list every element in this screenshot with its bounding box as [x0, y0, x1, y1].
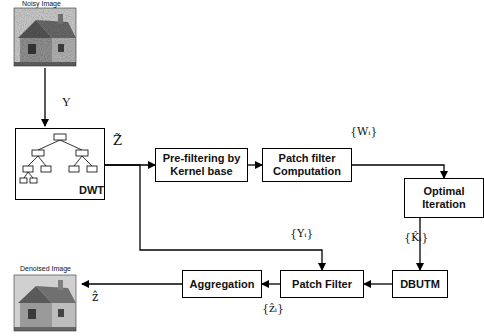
wall	[20, 303, 52, 331]
tree-box	[69, 166, 79, 172]
tree-box	[76, 150, 88, 156]
tree-box	[54, 134, 66, 140]
box-label: DBUTM	[400, 278, 440, 291]
denoised-image	[14, 275, 76, 331]
signal-name: Y	[62, 96, 71, 109]
tree-box	[20, 178, 27, 183]
flow-arrow	[364, 283, 392, 284]
tree-line	[60, 140, 82, 150]
box-label: DWT	[79, 184, 104, 197]
window	[28, 309, 36, 319]
dwt-box: DWT	[15, 128, 105, 200]
box-label: Patch filter Computation	[263, 152, 351, 177]
process-box: Aggregation	[182, 270, 262, 298]
window	[28, 44, 36, 54]
signal-name: {Yᵢ}	[290, 228, 313, 240]
tree-box	[30, 178, 37, 183]
signal-name: {ẑᵢ}	[262, 303, 284, 315]
wavelet-tree	[20, 134, 97, 183]
signal-name: {K̂ᵢ}	[404, 232, 428, 244]
chimney	[58, 14, 63, 24]
flow-arrow	[352, 165, 444, 178]
wall-side	[52, 303, 76, 331]
noisy-image	[14, 8, 76, 66]
chimney	[58, 280, 63, 290]
roof-side	[36, 286, 76, 303]
flow-arrow	[262, 283, 280, 284]
input-arrow	[44, 68, 45, 126]
signal-name: Z̃	[113, 134, 122, 148]
roof-side	[36, 20, 76, 38]
output-arrow	[82, 283, 182, 284]
tree-line	[74, 156, 82, 166]
image-title: Denoised Image	[20, 265, 71, 273]
tree-line	[38, 156, 46, 166]
wall-side	[52, 38, 76, 66]
tree-box	[41, 166, 51, 172]
tree-line	[28, 172, 33, 178]
tree-line	[24, 172, 28, 178]
tree-box	[87, 166, 97, 172]
signal-name: ẑ	[92, 291, 98, 304]
process-box: Pre-filtering by Kernel base	[155, 148, 248, 182]
tree-line	[38, 140, 60, 150]
ground	[14, 327, 76, 331]
box-label: Pre-filtering by Kernel base	[156, 152, 247, 177]
flow-arrow	[248, 164, 262, 165]
signal-name: {Wᵢ}	[350, 126, 378, 138]
box-label: Patch Filter	[292, 278, 352, 291]
tree-line	[28, 156, 38, 166]
tree-box	[23, 166, 33, 172]
axes-frame	[14, 275, 76, 331]
tree-box	[32, 150, 44, 156]
box-label: Aggregation	[190, 278, 255, 291]
tree-line	[82, 156, 92, 166]
process-box: Patch Filter	[280, 270, 364, 298]
sky	[14, 275, 76, 331]
sky	[14, 8, 76, 66]
image-title: Noisy Image	[22, 0, 61, 8]
window	[58, 44, 64, 52]
wall	[20, 38, 52, 66]
box-label: Optimal Iteration	[405, 185, 483, 210]
process-box: Optimal Iteration	[404, 178, 484, 218]
axes-frame	[14, 8, 76, 66]
process-box: Patch filter Computation	[262, 148, 352, 182]
window	[58, 309, 64, 317]
process-box: DBUTM	[392, 270, 448, 298]
ground	[14, 62, 76, 66]
noisy-picture	[14, 8, 76, 66]
